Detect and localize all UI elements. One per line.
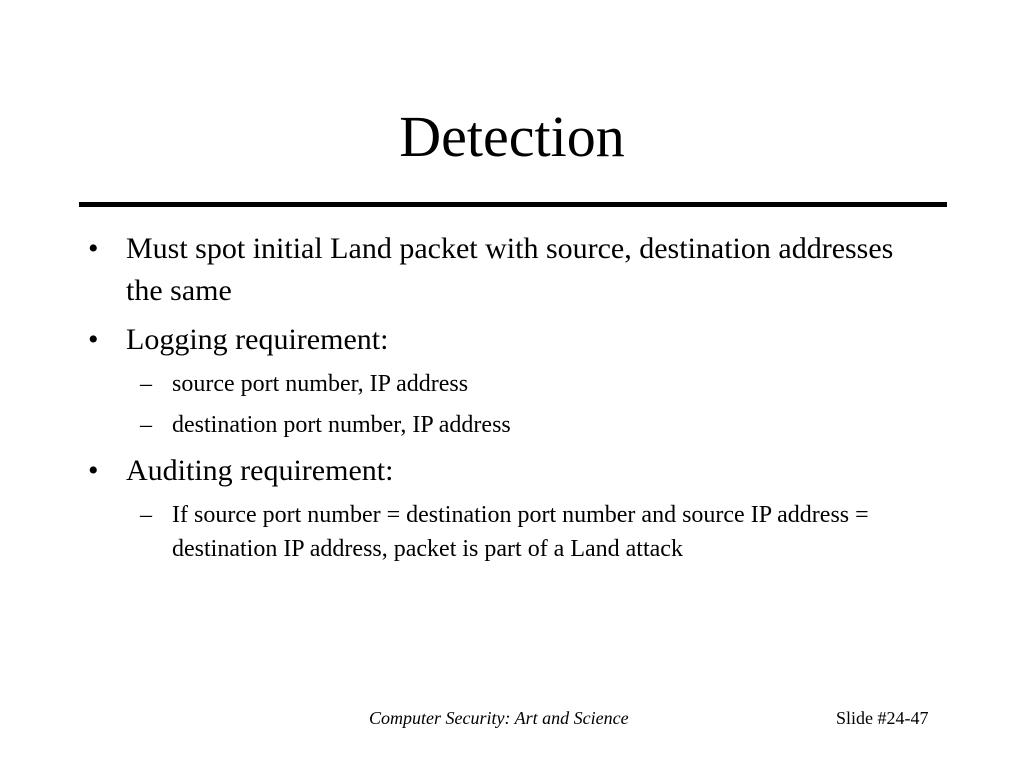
bullet-marker: • <box>88 454 99 487</box>
footer-book-title: Computer Security: Art and Science <box>369 708 629 728</box>
footer-slide-number: Slide #24-47 <box>836 708 929 728</box>
bullet-text: Logging requirement: <box>126 323 389 356</box>
sub-bullet-marker: – <box>140 371 152 397</box>
bullet-text: Auditing requirement: <box>126 454 394 487</box>
sub-bullet-marker: – <box>140 412 152 438</box>
sub-bullet-text: If source port number = destination port… <box>172 502 869 562</box>
bullet-marker: • <box>88 232 99 265</box>
sub-bullet-text: destination port number, IP address <box>172 412 511 438</box>
title-divider <box>79 202 947 207</box>
sub-bullet-text: source port number, IP address <box>172 371 469 397</box>
slide-title: Detection <box>399 104 625 169</box>
bullet-text: Must spot initial Land packet with sourc… <box>126 232 894 307</box>
bullet-marker: • <box>88 323 99 356</box>
sub-bullet-marker: – <box>140 502 152 528</box>
